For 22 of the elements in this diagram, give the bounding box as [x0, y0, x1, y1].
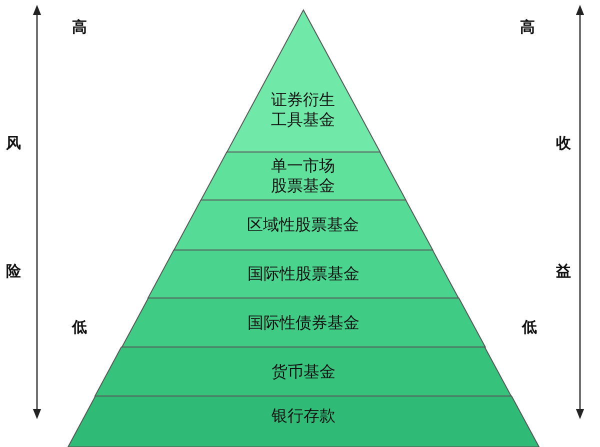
tier-label: 证券衍生工具基金: [270, 90, 336, 130]
tier-label: 银行存款: [270, 406, 336, 426]
axis-label: 风: [6, 134, 21, 153]
tier-label: 国际性股票基金: [246, 264, 360, 284]
axis-label: 高: [72, 18, 87, 37]
axis-label: 险: [6, 262, 21, 281]
pyramid-tier: [122, 298, 485, 347]
pyramid-tier: [174, 200, 433, 250]
tier-label: 货币基金: [270, 362, 336, 382]
axis-label: 低: [522, 318, 537, 337]
axis-label: 低: [72, 318, 87, 337]
axis-label: 高: [520, 18, 535, 37]
pyramid-tier: [200, 152, 406, 200]
axis-label: 益: [556, 262, 571, 281]
pyramid-tier: [148, 250, 458, 298]
pyramid-tier: [68, 396, 539, 447]
axis-label: 收: [556, 134, 571, 153]
tier-label: 国际性债券基金: [246, 312, 360, 332]
pyramid-tier: [95, 347, 512, 396]
tier-label: 单一市场股票基金: [270, 156, 336, 196]
pyramid-apex: [226, 10, 380, 152]
tier-label: 区域性股票基金: [246, 215, 360, 235]
